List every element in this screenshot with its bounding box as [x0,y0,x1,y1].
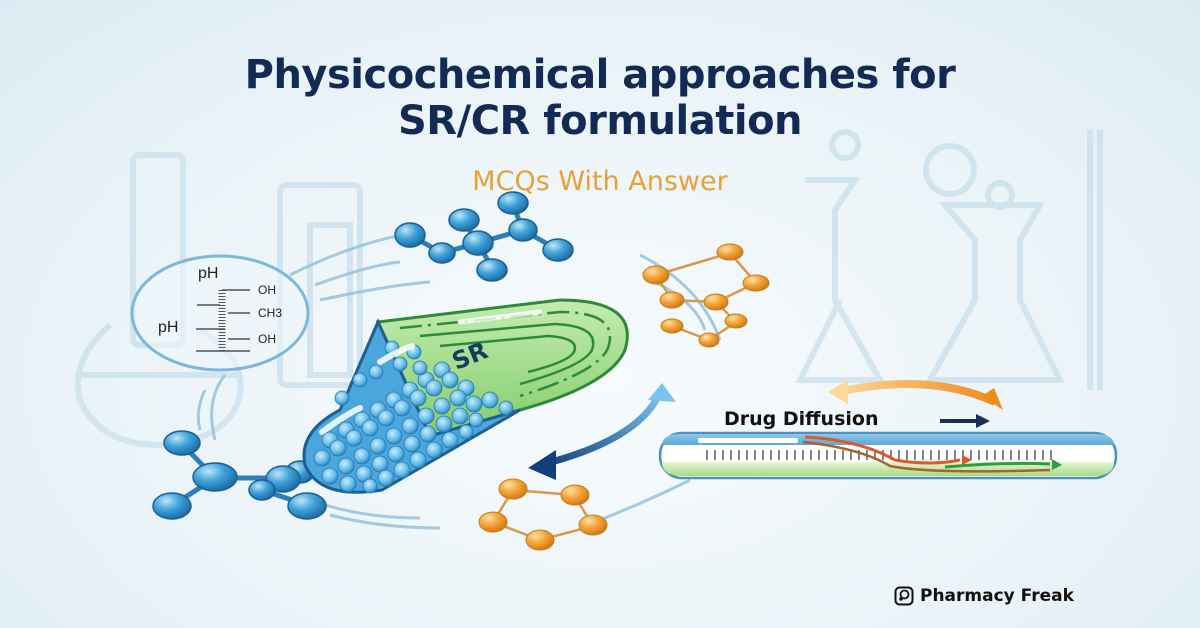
group-oh-top: OH [258,283,276,297]
brand-name: Pharmacy Freak [920,586,1074,606]
ph-top-label: pH [198,265,219,282]
release-double-arrow [528,383,676,480]
lab-glassware-background [75,129,1103,449]
blue-molecule-top-atoms [394,191,574,282]
title-line-1: Physicochemical approaches for [244,52,956,98]
group-oh-bottom: OH [258,332,276,346]
membrane-tube [658,431,1118,480]
subtitle: MCQs With Answer [472,166,728,197]
ph-side-label: pH [158,319,179,336]
drug-diffusion-label: Drug Diffusion [724,408,879,430]
diffusion-orange-arrow [828,380,1003,410]
pharmacy-freak-icon [894,586,914,606]
title-line-2: SR/CR formulation [397,98,803,144]
ph-diagram [130,254,310,372]
diffusion-direction-arrow [940,414,990,428]
capsule-beads [313,340,514,494]
sr-capsule [302,298,629,494]
brand-logo: Pharmacy Freak [894,586,1074,606]
group-ch3: CH3 [258,306,283,320]
